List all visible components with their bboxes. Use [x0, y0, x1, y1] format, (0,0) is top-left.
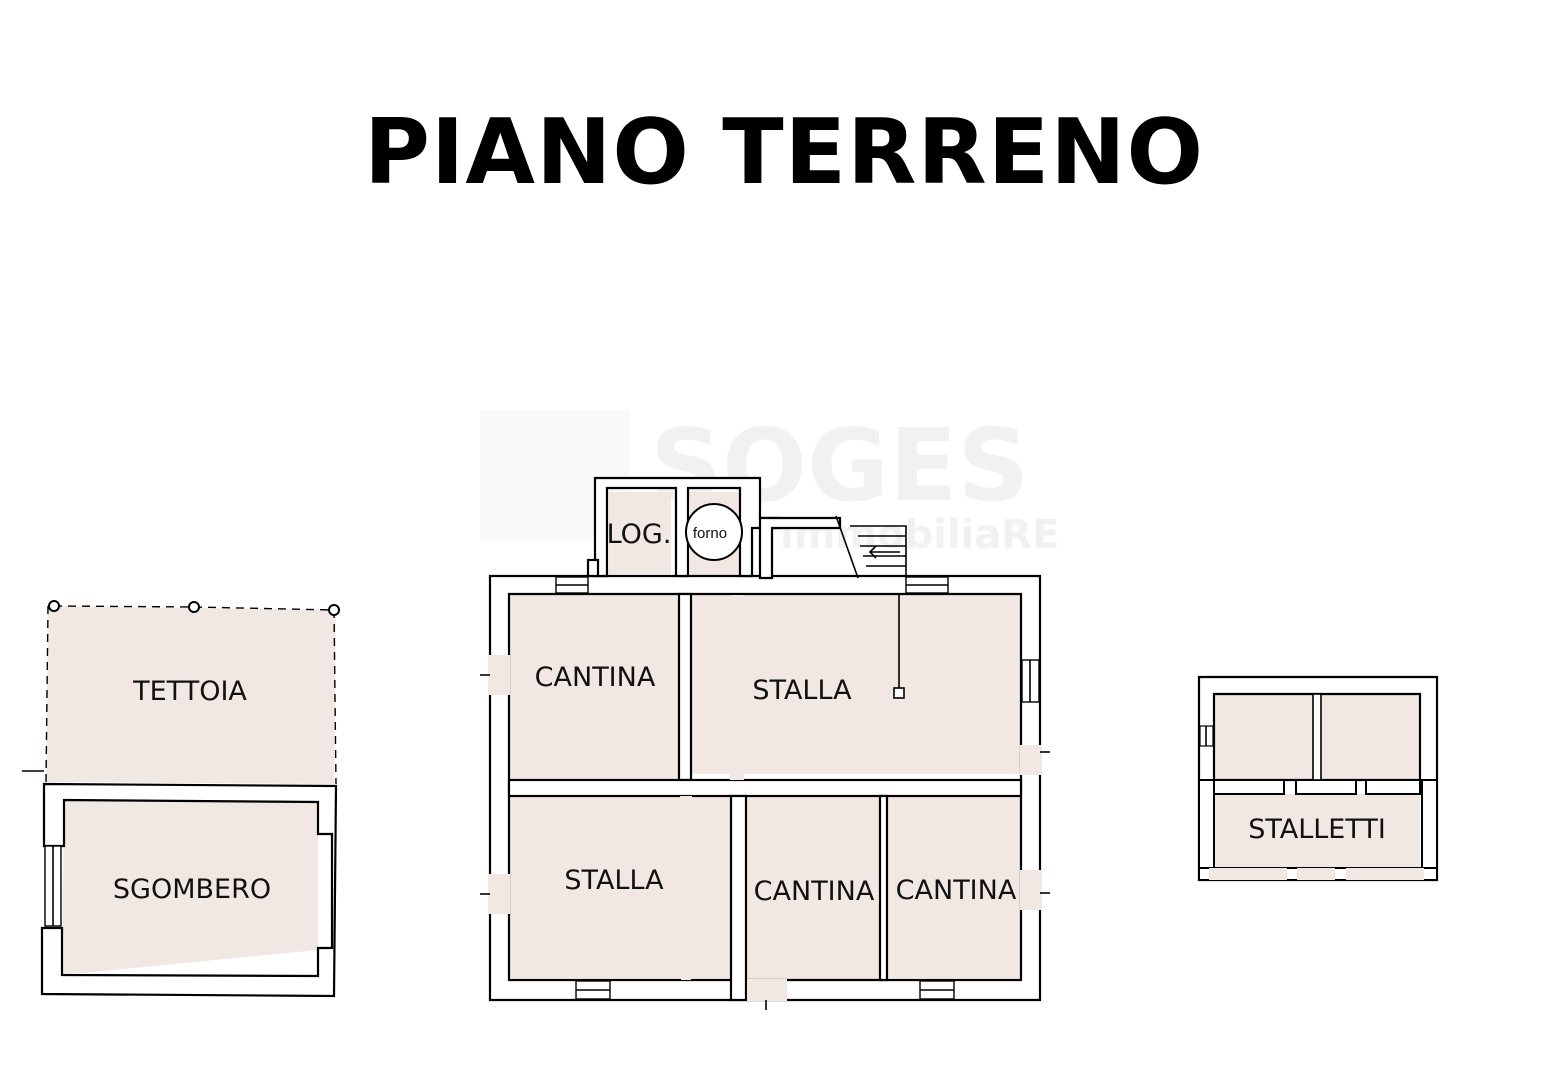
page-title: PIANO TERRENO [363, 100, 1205, 205]
watermark-logo: SOGES immobiliaRE [480, 407, 1059, 558]
room-label-stalletti: STALLETTI [1248, 814, 1386, 845]
building-right [1197, 675, 1439, 882]
room-label-stalla-2: STALLA [564, 865, 664, 896]
building-main [480, 476, 1050, 1010]
room-label-cantina-3: CANTINA [896, 875, 1017, 906]
room-label-cantina-1: CANTINA [535, 662, 656, 693]
room-label-log: LOG. [607, 519, 672, 550]
stair [835, 515, 907, 579]
room-label-tettoia: TETTOIA [132, 676, 247, 707]
building-left [22, 600, 340, 998]
room-label-forno: forno [693, 525, 727, 542]
room-label-stalla-1: STALLA [752, 675, 852, 706]
room-label-cantina-2: CANTINA [754, 876, 875, 907]
room-label-sgombero: SGOMBERO [113, 874, 271, 905]
